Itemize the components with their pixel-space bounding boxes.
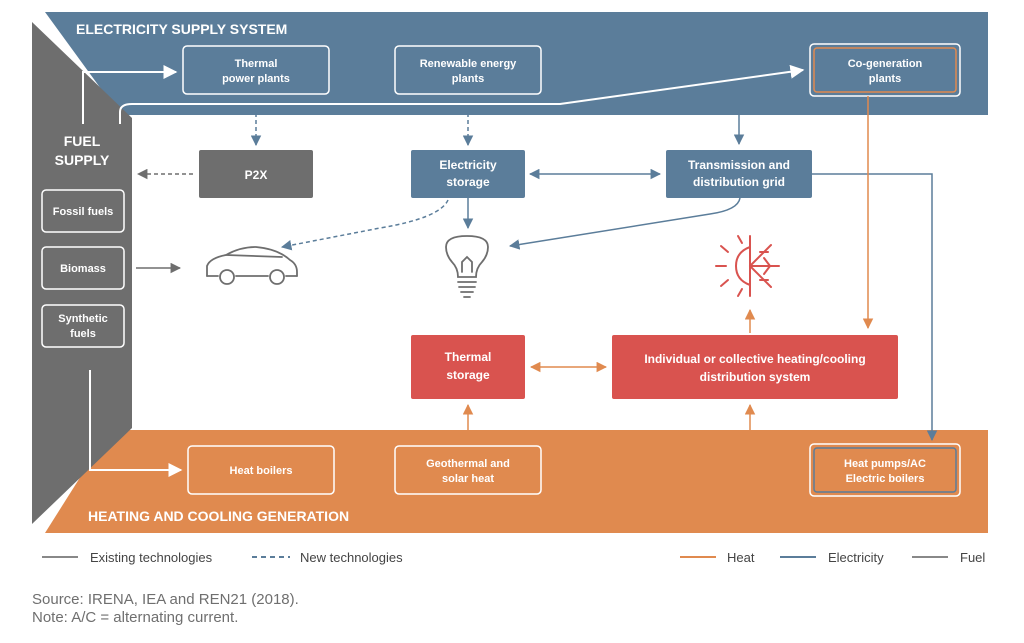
fuel-supply-title-2: SUPPLY	[55, 152, 110, 168]
heating-cooling-system-box: Individual or collective heating/cooling…	[612, 335, 898, 399]
synthetic-fuels-box: Synthetic fuels	[41, 304, 125, 348]
electricity-band	[45, 12, 988, 115]
svg-text:Synthetic: Synthetic	[58, 313, 108, 325]
legend-existing-label: Existing technologies	[90, 550, 213, 565]
svg-text:distribution grid: distribution grid	[693, 175, 785, 189]
heat-pumps-box: Heat pumps/AC Electric boilers	[809, 443, 961, 497]
heat-boilers-box: Heat boilers	[187, 445, 335, 495]
p2x-box: P2X	[199, 150, 313, 198]
svg-text:Geothermal and: Geothermal and	[426, 458, 510, 470]
svg-text:solar heat: solar heat	[442, 473, 494, 485]
heating-section-title: HEATING AND COOLING GENERATION	[88, 508, 349, 524]
renewable-energy-plants-box: Renewable energy plants	[394, 45, 542, 95]
svg-text:Biomass: Biomass	[60, 263, 106, 275]
fuel-supply-title: FUEL	[64, 133, 101, 149]
svg-text:Heat pumps/AC: Heat pumps/AC	[844, 458, 926, 470]
fuel-supply-band	[32, 22, 132, 524]
heating-band	[45, 430, 988, 533]
transmission-grid-box: Transmission and distribution grid	[666, 150, 812, 198]
svg-text:storage: storage	[446, 175, 490, 189]
svg-text:Individual or collective heati: Individual or collective heating/cooling	[644, 352, 865, 366]
svg-text:Transmission and: Transmission and	[688, 158, 790, 172]
electricity-storage-box: Electricity storage	[411, 150, 525, 198]
svg-text:fuels: fuels	[70, 328, 96, 340]
heat-cold-icon	[715, 235, 780, 297]
svg-text:power plants: power plants	[222, 73, 290, 85]
svg-text:storage: storage	[446, 368, 490, 382]
cogeneration-plants-box: Co-generation plants	[809, 43, 961, 97]
svg-text:plants: plants	[452, 73, 484, 85]
svg-text:distribution system: distribution system	[700, 370, 811, 384]
grid-to-heat-pumps-arrow	[812, 173, 938, 442]
svg-text:Electricity: Electricity	[439, 158, 497, 172]
svg-text:plants: plants	[869, 73, 901, 85]
fossil-fuels-box: Fossil fuels	[41, 189, 125, 233]
light-bulb-icon	[445, 235, 489, 298]
legend: Existing technologies New technologies H…	[42, 550, 985, 565]
thermal-power-plants-box: Thermal power plants	[182, 45, 330, 95]
geothermal-solar-box: Geothermal and solar heat	[394, 445, 542, 495]
svg-text:Electric boilers: Electric boilers	[846, 473, 925, 485]
fuel-to-heat-boilers-arrow	[89, 370, 183, 477]
car-icon	[206, 246, 298, 285]
fuel-to-thermal-arrow	[82, 65, 178, 124]
legend-heat-label: Heat	[727, 550, 755, 565]
storage-to-car-arrow	[280, 199, 449, 251]
svg-text:Thermal: Thermal	[445, 350, 492, 364]
legend-new-label: New technologies	[300, 550, 403, 565]
grid-to-light-arrow	[508, 197, 741, 250]
source-note: Source: IRENA, IEA and REN21 (2018).	[32, 591, 299, 608]
svg-text:Renewable energy: Renewable energy	[420, 58, 517, 70]
thermal-storage-box: Thermal storage	[411, 335, 525, 399]
legend-fuel-label: Fuel	[960, 550, 985, 565]
svg-text:Co-generation: Co-generation	[848, 58, 923, 70]
svg-text:Thermal: Thermal	[235, 58, 278, 70]
fuel-to-cogen-arrow	[119, 64, 805, 124]
svg-text:P2X: P2X	[245, 168, 268, 182]
legend-electricity-label: Electricity	[828, 550, 884, 565]
electricity-section-title: ELECTRICITY SUPPLY SYSTEM	[76, 21, 287, 37]
svg-text:Heat boilers: Heat boilers	[230, 465, 293, 477]
svg-text:Fossil fuels: Fossil fuels	[53, 206, 114, 218]
biomass-box: Biomass	[41, 246, 125, 290]
abbreviation-note: Note: A/C = alternating current.	[32, 609, 239, 626]
